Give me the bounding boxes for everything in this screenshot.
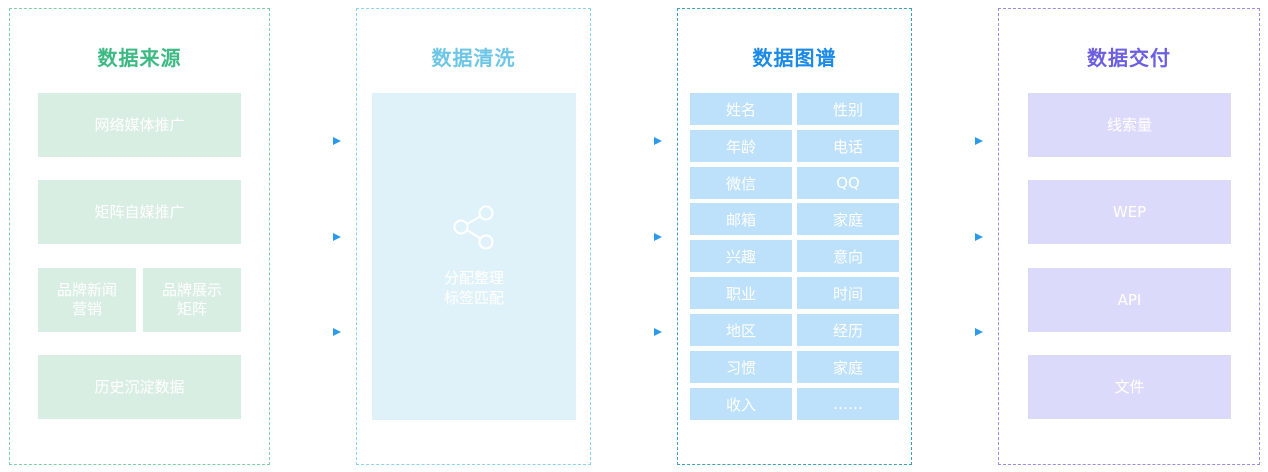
cleaning-label-1: 分配整理 bbox=[443, 269, 504, 287]
arrow-source-to-clean-3 bbox=[286, 328, 341, 336]
arrow-source-to-clean-2 bbox=[286, 233, 341, 241]
arrow-graph-to-delivery-1 bbox=[928, 137, 983, 145]
delivery-item-wep: WEP bbox=[1028, 180, 1231, 244]
graph-cell-habit: 习惯 bbox=[690, 351, 792, 383]
data-cleaning-title: 数据清洗 bbox=[431, 46, 516, 70]
source-item-brand-display: 品牌展示 矩阵 bbox=[143, 268, 241, 332]
arrow-clean-to-graph-2 bbox=[607, 233, 662, 241]
graph-cell-experience: 经历 bbox=[797, 314, 899, 346]
delivery-item-leads: 线索量 bbox=[1028, 93, 1231, 157]
graph-cell-wechat: 微信 bbox=[690, 167, 792, 199]
graph-cell-qq: QQ bbox=[797, 167, 899, 199]
arrow-graph-to-delivery-3 bbox=[928, 328, 983, 336]
graph-cell-email: 邮箱 bbox=[690, 203, 792, 235]
data-delivery-panel: 数据交付 线索量 WEP API 文件 bbox=[998, 8, 1260, 465]
graph-cell-time: 时间 bbox=[797, 277, 899, 309]
graph-cell-gender: 性别 bbox=[797, 93, 899, 125]
data-graph-title: 数据图谱 bbox=[752, 46, 837, 70]
source-item-matrix-media: 矩阵自媒推广 bbox=[38, 180, 241, 244]
graph-cell-name: 姓名 bbox=[690, 93, 792, 125]
graph-cell-job: 职业 bbox=[690, 277, 792, 309]
graph-cell-intent: 意向 bbox=[797, 240, 899, 272]
arrow-source-to-clean-1 bbox=[286, 137, 341, 145]
source-item-brand-news: 品牌新闻 营销 bbox=[38, 268, 136, 332]
cleaning-box: 分配整理 标签匹配 bbox=[372, 93, 576, 420]
data-delivery-title: 数据交付 bbox=[1087, 46, 1171, 70]
data-cleaning-panel: 数据清洗 分配整理 标签匹配 bbox=[356, 8, 591, 465]
source-item-history-data: 历史沉淀数据 bbox=[38, 355, 241, 419]
graph-cell-region: 地区 bbox=[690, 314, 792, 346]
arrow-graph-to-delivery-2 bbox=[928, 233, 983, 241]
data-source-panel: 数据来源 网络媒体推广 矩阵自媒推广 品牌新闻 营销 品牌展示 矩阵 历史沉淀数… bbox=[9, 8, 270, 465]
data-source-title: 数据来源 bbox=[97, 46, 182, 70]
graph-cell-age: 年龄 bbox=[690, 130, 792, 162]
arrow-clean-to-graph-1 bbox=[607, 137, 662, 145]
arrow-clean-to-graph-3 bbox=[607, 328, 662, 336]
cleaning-label-2: 标签匹配 bbox=[443, 289, 504, 307]
source-item-network-media: 网络媒体推广 bbox=[38, 93, 241, 157]
graph-cell-family: 家庭 bbox=[797, 203, 899, 235]
graph-cell-family-2: 家庭 bbox=[797, 351, 899, 383]
delivery-item-api: API bbox=[1028, 268, 1231, 332]
share-icon bbox=[453, 205, 494, 250]
graph-cell-phone: 电话 bbox=[797, 130, 899, 162]
graph-cell-interest: 兴趣 bbox=[690, 240, 792, 272]
graph-cell-more: …… bbox=[797, 388, 899, 420]
data-graph-panel: 数据图谱 姓名 性别 年龄 电话 微信 QQ 邮箱 家庭 兴趣 意向 职业 时间… bbox=[677, 8, 912, 465]
delivery-item-file: 文件 bbox=[1028, 355, 1231, 419]
graph-cell-income: 收入 bbox=[690, 388, 792, 420]
